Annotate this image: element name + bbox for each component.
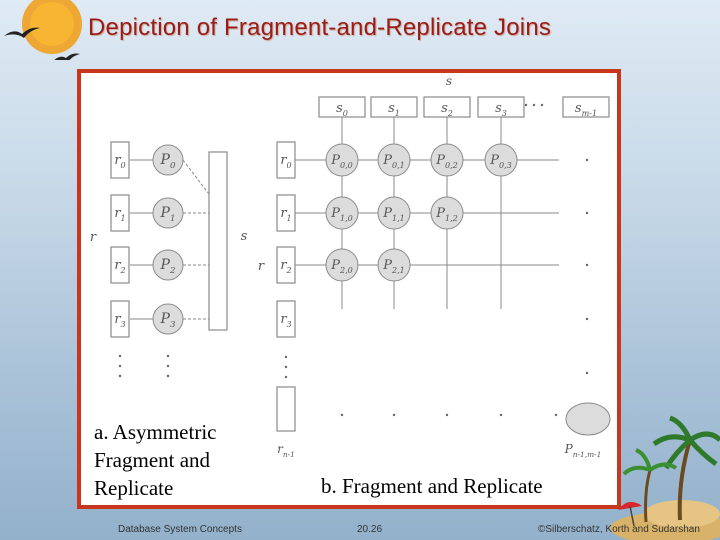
caption-asymmetric: a. Asymmetric Fragment and Replicate [94,420,217,500]
s-fragment-label: s1 [388,101,400,118]
r-relation-label: r [258,259,265,274]
ellipsis-dot [392,413,396,417]
footer-page-number: 20.26 [357,524,383,535]
r-fragment-label: r1 [114,206,125,223]
footer-copyright: ©Silberschatz, Korth and Sudarshan [538,524,700,535]
processor-label: P0,3 [489,153,512,170]
ellipsis-dot [166,364,170,368]
r-fragment-label: r2 [114,258,125,275]
ellipsis-dot [284,375,288,379]
processor-node [377,196,411,230]
ellipsis-dot [166,354,170,358]
processor-label: P2,0 [330,258,353,275]
processor-node [430,143,464,177]
s-fragment-label: s3 [495,101,507,118]
processor-to-s-edge [182,159,210,195]
ellipsis-dot [340,413,344,417]
processor-node [430,196,464,230]
last-processor-node [565,402,611,436]
r-fragment-label: r0 [280,153,291,170]
r-fragment-box [110,246,130,284]
r-fragment-label: r0 [114,153,125,170]
processor-label: P1,2 [435,206,458,223]
ellipsis-dot [166,374,170,378]
r-fragment-label: r3 [114,312,125,329]
last-processor-label: Pn-1,m-1 [564,442,602,459]
sun-logo-icon [4,0,82,60]
ellipsis-dot [499,413,503,417]
ellipsis-dot [118,374,122,378]
palm-island-icon [610,415,720,540]
r-fragment-label: r2 [280,258,291,275]
processor-node [377,143,411,177]
ellipsis-dot [554,413,558,417]
diagram-fragment-replicate: s s0 s1 s2 s3 sm-1 r0 r1 r2 r3 rn-1 r P0,0 P0,1 P0,2 P0… [258,74,611,459]
processor-label: P1,1 [382,206,405,223]
processor-node [325,143,359,177]
processor-label: P0,2 [435,153,458,170]
ellipsis-dot [585,158,589,162]
processor-label: P2 [160,257,176,276]
ellipsis-dot [118,354,122,358]
ellipsis-dot [585,263,589,267]
r-fragment-box [276,300,296,338]
processor-node [377,248,411,282]
ellipsis-dot [445,413,449,417]
r-fragment-box [110,300,130,338]
r-fragment-box [110,194,130,232]
slide-title: Depiction of Fragment-and-Replicate Join… [88,14,552,41]
s-fragment-label: s0 [336,101,348,118]
processor-label: P2,1 [382,258,405,275]
ellipsis-dot [585,317,589,321]
processor-node [484,143,518,177]
s-relation-label: s [446,74,452,88]
r-fragment-label: r3 [280,312,291,329]
caption-fragment-replicate: b. Fragment and Replicate [321,474,543,498]
s-relation-box [208,151,228,331]
processor-label: P0,0 [330,153,353,170]
r-fragment-box [110,141,130,179]
processor-label: P1,0 [330,206,353,223]
ellipsis-dot [585,371,589,375]
ellipsis-dot [524,103,528,107]
processor-node [325,248,359,282]
ellipsis-dot [532,103,536,107]
ellipsis-dot [118,364,122,368]
footer-course: Database System Concepts [118,524,242,535]
r-fragment-label: rn-1 [277,442,295,459]
s-fragment-label: sm-1 [575,101,597,118]
bird-icon [4,27,40,38]
s-fragment-label: s2 [441,101,453,118]
r-fragment-label: r1 [280,206,291,223]
processor-label: P0 [160,152,176,171]
ellipsis-dot [585,211,589,215]
processor-label: P3 [160,311,176,330]
ellipsis-dot [284,355,288,359]
processor-label: P0,1 [382,153,405,170]
r-fragment-box [276,386,296,432]
r-relation-label: r [90,230,97,245]
s-fragment-box [562,96,610,118]
ellipsis-dot [540,103,544,107]
processor-label: P1 [160,205,176,224]
s-relation-label: s [241,229,248,244]
ellipsis-dot [284,365,288,369]
processor-node [325,196,359,230]
